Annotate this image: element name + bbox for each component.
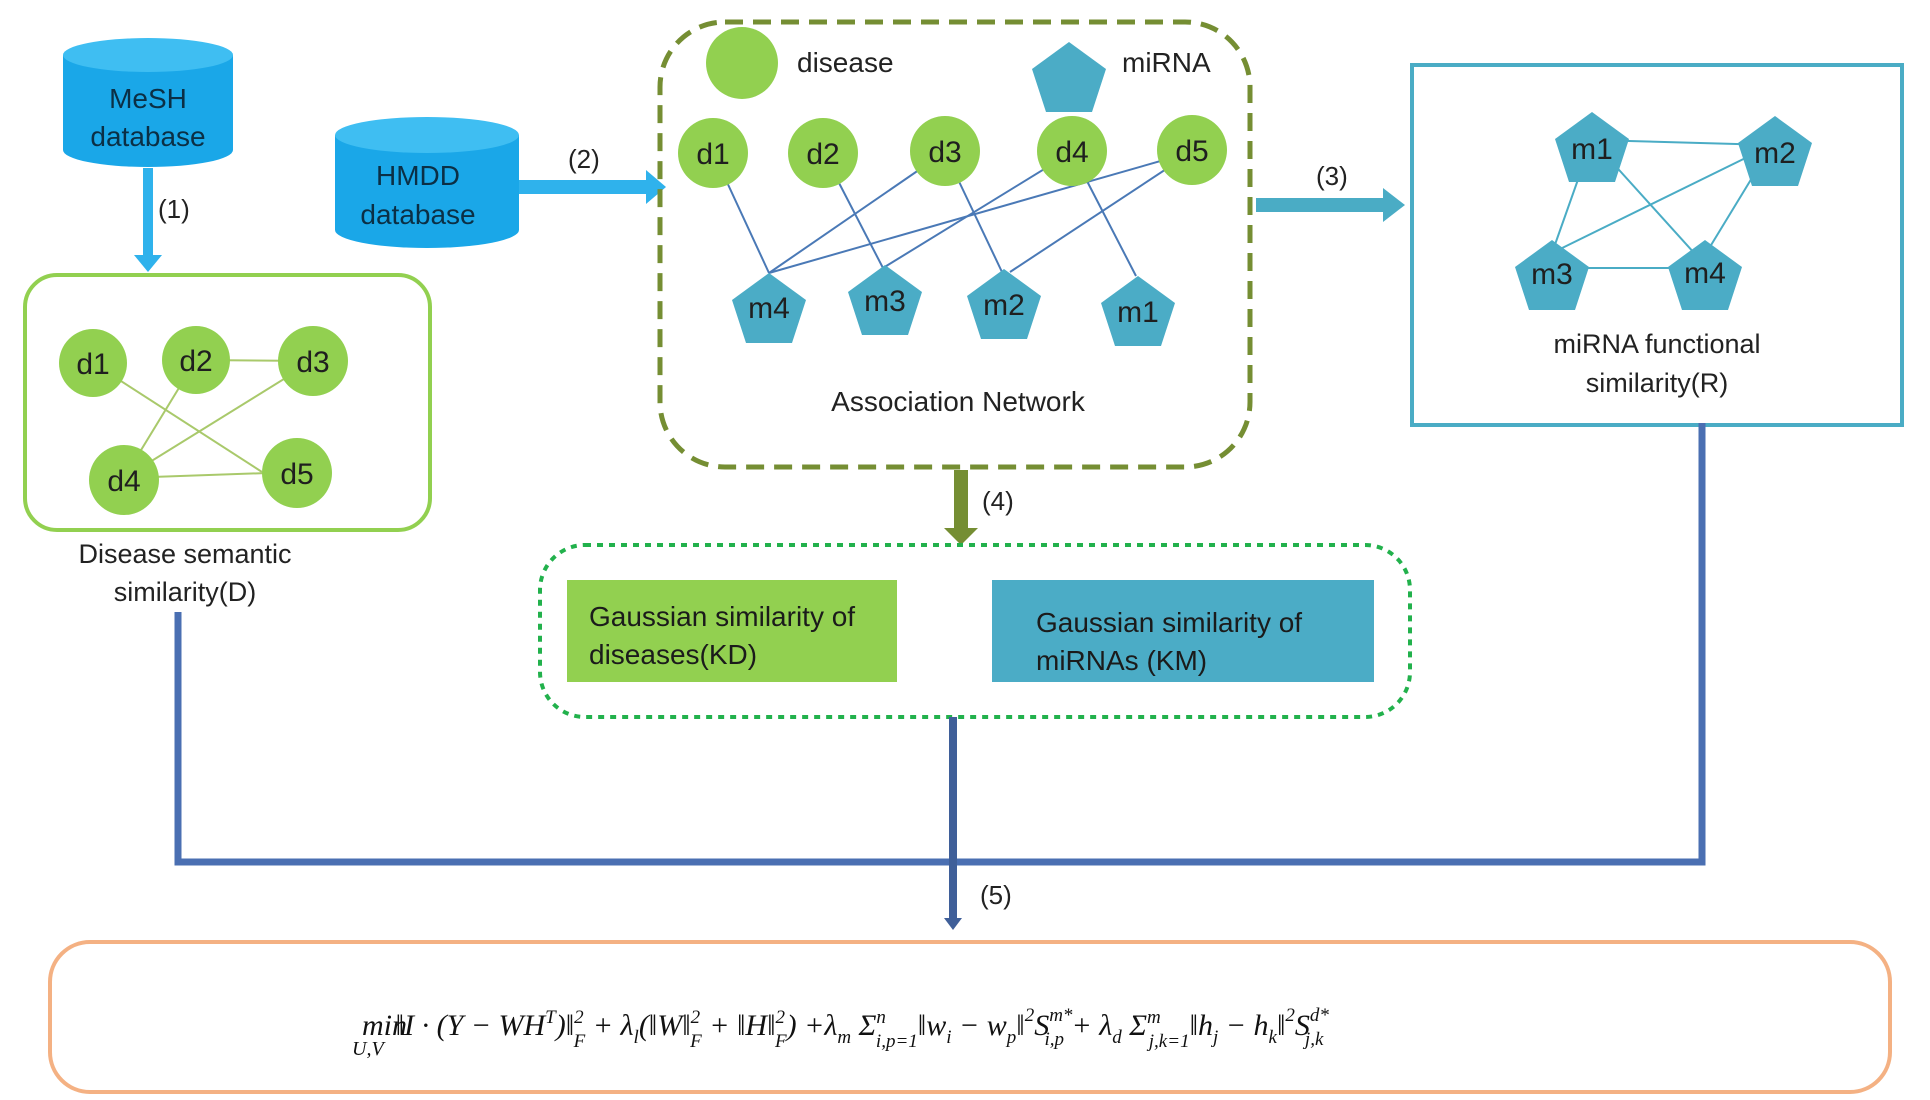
disease-node-d4: d4 — [89, 445, 159, 515]
svg-text:d5: d5 — [1175, 135, 1208, 168]
association-disease-d3: d3 — [910, 116, 980, 186]
svg-text:d5: d5 — [280, 458, 313, 491]
gaussian-kd-line-2: diseases(KD) — [589, 639, 757, 670]
step-label-1: (1) — [158, 194, 190, 224]
mesh-label-2: database — [90, 121, 205, 152]
disease-node-d5: d5 — [262, 438, 332, 508]
association-mirna-m2: m2 — [967, 269, 1041, 339]
svg-text:d3: d3 — [296, 346, 329, 379]
mirna-node-m1: m1 — [1555, 112, 1629, 182]
legend-disease: disease — [706, 27, 894, 99]
gaussian-km-line-1: Gaussian similarity of — [1036, 607, 1302, 638]
hmdd-database: HMDD database — [335, 117, 519, 248]
mesh-database: MeSH database — [63, 38, 233, 167]
svg-text:d2: d2 — [179, 345, 212, 378]
gaussian-similarity-panel: Gaussian similarity of diseases(KD) Gaus… — [538, 543, 1412, 719]
association-network-caption: Association Network — [831, 386, 1086, 417]
association-mirna-m4: m4 — [732, 273, 806, 343]
disease-similarity-panel: d1 d2 d3 d4 d5 — [23, 273, 432, 532]
svg-text:m1: m1 — [1117, 296, 1159, 329]
objective-min: min — [362, 1009, 407, 1042]
mesh-label-1: MeSH — [109, 83, 187, 114]
svg-text:m1: m1 — [1571, 133, 1613, 166]
gaussian-kd-line-1: Gaussian similarity of — [589, 601, 855, 632]
mirna-similarity-caption-2: similarity(R) — [1586, 368, 1728, 398]
svg-text:d1: d1 — [696, 138, 729, 171]
disease-node-d2: d2 — [162, 326, 230, 394]
step-label-2: (2) — [568, 144, 600, 174]
svg-text:d4: d4 — [1055, 136, 1088, 169]
step-label-5: (5) — [980, 880, 1012, 910]
svg-text:m4: m4 — [748, 292, 790, 325]
svg-text:m2: m2 — [1754, 137, 1796, 170]
gaussian-km-box: Gaussian similarity of miRNAs (KM) — [992, 580, 1374, 682]
mirna-node-m2: m2 — [1738, 116, 1812, 186]
association-disease-d2: d2 — [788, 118, 858, 188]
arrow-step-2 — [519, 170, 666, 204]
gaussian-km-line-2: miRNAs (KM) — [1036, 645, 1207, 676]
svg-text:m2: m2 — [983, 289, 1025, 322]
disease-similarity-caption-1: Disease semantic — [78, 539, 291, 569]
association-network-panel: disease miRNA d1 d2 d3 — [657, 19, 1253, 470]
step-5-connectors — [174, 423, 1706, 930]
svg-text:d2: d2 — [806, 138, 839, 171]
objective-min-sub: U,V — [352, 1038, 386, 1060]
step-label-3: (3) — [1316, 161, 1348, 191]
disease-similarity-caption-2: similarity(D) — [114, 577, 256, 607]
svg-text:d3: d3 — [928, 136, 961, 169]
legend-disease-label: disease — [797, 47, 894, 78]
association-disease-d5: d5 — [1157, 115, 1227, 185]
disease-node-d3: d3 — [278, 326, 348, 396]
arrow-step-4 — [944, 470, 978, 545]
gaussian-kd-box: Gaussian similarity of diseases(KD) — [567, 580, 897, 682]
svg-text:d4: d4 — [107, 465, 140, 498]
arrow-step-3 — [1256, 188, 1405, 222]
svg-text:m3: m3 — [1531, 258, 1573, 291]
mirna-similarity-caption-1: miRNA functional — [1553, 329, 1760, 359]
hmdd-label-2: database — [360, 199, 475, 230]
mirna-node-m3: m3 — [1515, 240, 1589, 310]
svg-text:m3: m3 — [864, 285, 906, 318]
mirna-similarity-panel: m1 m2 m3 m4 miRNA functional similarity(… — [1410, 63, 1904, 427]
svg-text:d1: d1 — [76, 348, 109, 381]
step-label-4: (4) — [982, 486, 1014, 516]
arrow-step-1 — [134, 168, 162, 272]
legend-mirna: miRNA — [1032, 42, 1211, 112]
mirna-node-m4: m4 — [1668, 240, 1742, 310]
association-disease-d1: d1 — [678, 118, 748, 188]
legend-mirna-label: miRNA — [1122, 47, 1211, 78]
association-mirna-m1: m1 — [1101, 276, 1175, 346]
association-disease-d4: d4 — [1037, 116, 1107, 186]
disease-node-d1: d1 — [59, 329, 127, 397]
hmdd-label-1: HMDD — [376, 160, 460, 191]
association-mirna-m3: m3 — [848, 265, 922, 335]
svg-text:m4: m4 — [1684, 257, 1726, 290]
